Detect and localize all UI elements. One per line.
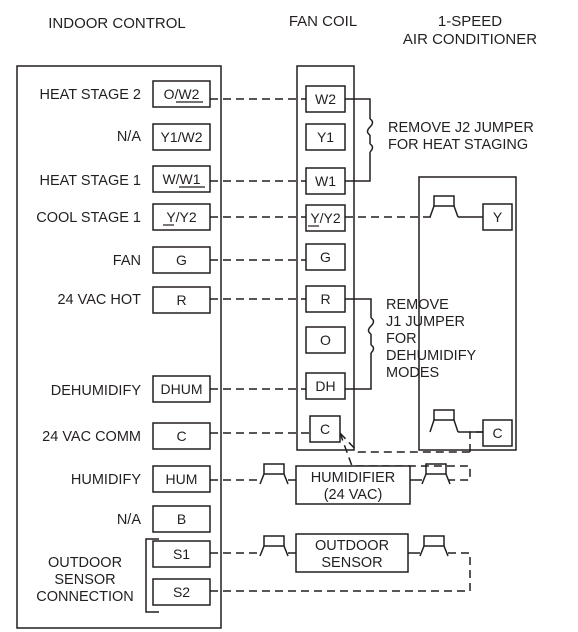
label-fan: FAN: [113, 253, 141, 269]
fan-coil-terminal-g: G: [305, 243, 346, 271]
fan-coil-terminal-dh: DH: [305, 372, 346, 400]
svg-text:O/W2: O/W2: [164, 86, 200, 102]
indoor-terminal-o-w2: O/W2: [152, 80, 211, 108]
svg-text:C: C: [320, 421, 330, 437]
note-j1-line1: REMOVE: [386, 297, 449, 313]
label-outdoor-sensor-connection-3: CONNECTION: [36, 589, 133, 605]
humidifier-label-line2: (24 VAC): [324, 487, 383, 503]
svg-text:R: R: [176, 292, 186, 308]
j1-jumper-top: [345, 298, 372, 318]
air-conditioner-header-line2: AIR CONDITIONER: [403, 31, 537, 48]
note-j2-line2: FOR HEAT STAGING: [388, 137, 528, 153]
label-outdoor-sensor-connection-2: SENSOR: [54, 572, 115, 588]
indoor-control-header: INDOOR CONTROL: [48, 15, 186, 32]
label-na-2: N/A: [117, 512, 142, 528]
svg-text:W1: W1: [315, 173, 336, 189]
label-24vac-hot: 24 VAC HOT: [57, 292, 141, 308]
j2-jumper-break: [366, 118, 374, 136]
fan-coil-terminal-w1: W1: [305, 167, 346, 195]
svg-text:G: G: [176, 252, 187, 268]
indoor-terminal-b: B: [152, 505, 211, 533]
indoor-terminal-c: C: [152, 422, 211, 450]
label-dehumidify: DEHUMIDIFY: [51, 383, 142, 399]
svg-text:DHUM: DHUM: [161, 381, 203, 397]
air-conditioner-terminal-c: C: [482, 419, 513, 447]
label-outdoor-sensor-connection-1: OUTDOOR: [48, 555, 122, 571]
label-heat-stage-2: HEAT STAGE 2: [39, 87, 141, 103]
fan-coil-header: FAN COIL: [289, 13, 357, 30]
indoor-terminal-y1-w2: Y1/W2: [152, 123, 211, 151]
label-cool-stage-1: COOL STAGE 1: [36, 210, 141, 226]
note-j1-line2: J1 JUMPER: [386, 314, 465, 330]
connector-icon: [408, 535, 449, 557]
svg-text:C: C: [176, 428, 186, 444]
svg-text:S2: S2: [173, 584, 190, 600]
j1-jumper-break-2: [370, 344, 375, 354]
connector-icon: [429, 195, 483, 218]
connector-icon: [410, 463, 451, 485]
j1-jumper-bottom: [345, 353, 372, 390]
connector-icon: [259, 463, 296, 485]
j2-jumper-top: [345, 98, 371, 119]
wire-c-to-humidifier: [339, 432, 471, 481]
svg-text:W/W1: W/W1: [162, 171, 200, 187]
sensor-connection-bracket: [145, 538, 159, 613]
air-conditioner-terminal-y: Y: [482, 203, 513, 231]
indoor-terminal-hum: HUM: [152, 465, 211, 493]
indoor-control-panel: [16, 65, 222, 629]
outdoor-sensor-box: OUTDOOR SENSOR: [295, 533, 409, 573]
fan-coil-terminal-y-y2: Y/Y2: [305, 204, 346, 232]
fan-coil-terminal-r: R: [305, 285, 346, 313]
svg-text:DH: DH: [315, 378, 335, 394]
label-humidify: HUMIDIFY: [71, 472, 141, 488]
indoor-terminal-dhum: DHUM: [152, 375, 211, 403]
svg-text:Y: Y: [493, 209, 503, 225]
svg-text:W2: W2: [315, 91, 336, 107]
svg-text:G: G: [320, 249, 331, 265]
humidifier-label-line1: HUMIDIFIER: [311, 470, 396, 486]
svg-text:R: R: [320, 291, 330, 307]
fan-coil-terminal-o: O: [305, 326, 346, 354]
note-j1-line5: MODES: [386, 365, 439, 381]
indoor-terminal-s1: S1: [152, 540, 211, 568]
svg-text:C: C: [492, 425, 502, 441]
note-j1-line3: FOR: [386, 331, 417, 347]
indoor-terminal-r: R: [152, 286, 211, 314]
fan-coil-terminal-c: C: [309, 415, 341, 443]
j2-jumper-bottom: [345, 152, 371, 182]
svg-text:Y1/W2: Y1/W2: [160, 129, 202, 145]
note-j2-line1: REMOVE J2 JUMPER: [388, 120, 534, 136]
label-heat-stage-1: HEAT STAGE 1: [39, 173, 141, 189]
air-conditioner-header-line1: 1-SPEED: [438, 13, 502, 30]
svg-text:HUM: HUM: [166, 471, 198, 487]
fan-coil-terminal-y1: Y1: [305, 123, 346, 151]
svg-text:O: O: [320, 332, 331, 348]
connector-icon: [429, 409, 483, 433]
indoor-terminal-s2: S2: [152, 578, 211, 606]
label-24vac-comm: 24 VAC COMM: [42, 429, 141, 445]
outdoor-sensor-label-line2: SENSOR: [321, 555, 382, 571]
outdoor-sensor-label-line1: OUTDOOR: [315, 538, 389, 554]
indoor-terminal-w-w1: W/W1: [152, 165, 211, 193]
indoor-terminal-y-y2: Y/Y2: [152, 203, 211, 231]
j2-jumper-break-2: [369, 143, 374, 153]
wire-c-to-ac: [339, 432, 470, 453]
svg-text:Y/Y2: Y/Y2: [166, 209, 197, 225]
note-j1-line4: DEHUMIDIFY: [386, 348, 477, 364]
label-na-1: N/A: [117, 129, 142, 145]
svg-text:S1: S1: [173, 546, 190, 562]
fan-coil-terminal-w2: W2: [305, 85, 346, 113]
j1-jumper-break: [367, 317, 375, 335]
svg-text:Y/Y2: Y/Y2: [310, 210, 341, 226]
connector-icon: [259, 535, 296, 557]
svg-text:B: B: [177, 511, 186, 527]
indoor-terminal-g: G: [152, 246, 211, 274]
svg-text:Y1: Y1: [317, 129, 334, 145]
wire-s2: [210, 552, 471, 592]
humidifier-box: HUMIDIFIER (24 VAC): [295, 465, 411, 505]
